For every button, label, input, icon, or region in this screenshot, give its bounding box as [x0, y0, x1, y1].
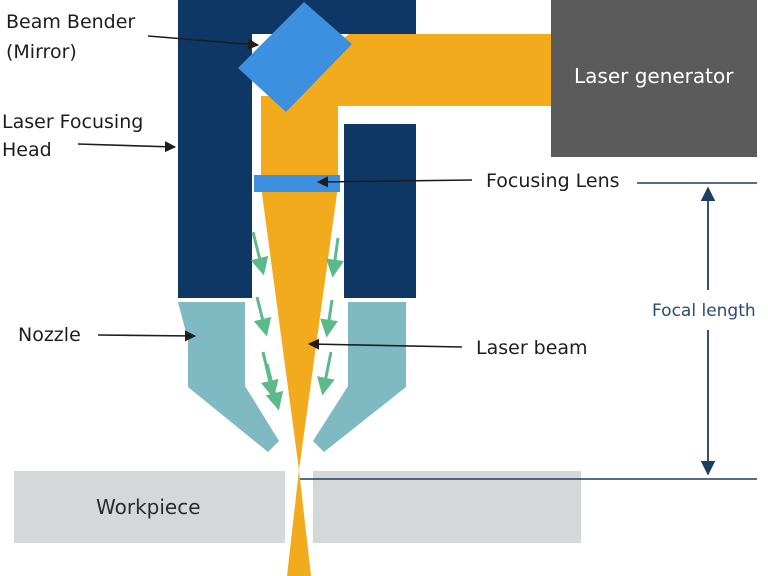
gas-flow-arrow-icon [250, 231, 269, 276]
nozzle-left-side [178, 302, 279, 452]
gas-flow-arrow-icon [320, 299, 338, 338]
label-focusing-lens: Focusing Lens [486, 170, 620, 192]
beam-below-workpiece [287, 470, 311, 576]
label-focusing-head-2: Head [2, 139, 52, 161]
label-laser-generator: Laser generator [574, 64, 734, 88]
pointer-arrow-icon [316, 176, 473, 188]
converging-beam-cone [261, 186, 338, 470]
label-laser-beam: Laser beam [476, 337, 588, 359]
pointer-arrows [77, 35, 473, 350]
label-beam-bender: Beam Bender [6, 11, 135, 33]
label-nozzle: Nozzle [18, 324, 81, 346]
label-workpiece: Workpiece [96, 495, 201, 519]
workpiece-left-block [14, 471, 285, 543]
pointer-arrow-icon [147, 35, 260, 50]
head-left-wall [178, 0, 252, 298]
laser-focusing-head [178, 0, 416, 298]
gas-flow-arrows [250, 231, 344, 411]
workpiece-right-block [313, 471, 581, 543]
workpiece [14, 471, 581, 543]
laser-generator-box [551, 0, 757, 157]
label-focal-length: Focal length [652, 301, 756, 321]
focusing-lens [254, 175, 340, 192]
nozzle [178, 302, 406, 452]
head-right-wall [344, 124, 416, 298]
label-beam-bender-mirror: (Mirror) [6, 41, 77, 63]
gas-flow-arrow-icon [326, 237, 344, 278]
gas-flow-arrow-icon [265, 363, 284, 411]
pointer-arrow-icon [77, 141, 177, 153]
vertical-beam [261, 96, 338, 180]
gas-flow-arrow-icon [253, 296, 272, 337]
pointer-arrow-icon [97, 330, 197, 342]
beam-bender-mirror [238, 2, 352, 112]
gas-flow-arrow-icon [316, 351, 335, 396]
label-focusing-head: Laser Focusing [2, 111, 143, 133]
nozzle-right-side [313, 302, 406, 452]
pointer-arrow-icon [307, 338, 463, 350]
focal-length-dimension [300, 182, 757, 480]
